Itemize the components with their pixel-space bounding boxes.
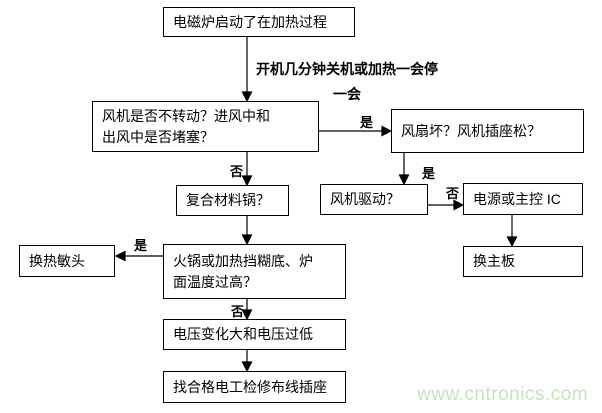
arrowhead-hotpot-replacesensor: [114, 250, 126, 262]
node-power-ic: 电源或主控 IC: [463, 183, 583, 215]
watermark: www.cntronics.com: [417, 384, 589, 405]
node-voltage: 电压变化大和电压过低: [163, 319, 346, 350]
arrowhead-poweric-replaceboard: [506, 236, 518, 248]
node-electrician: 找合格电工检修布线插座: [163, 371, 346, 403]
node-replace-board: 换主板: [463, 246, 583, 277]
node-start: 电磁炉启动了在加热过程: [163, 7, 355, 37]
edge-label-yes-replacesensor: 是: [134, 238, 148, 253]
edge-label-yes-fanbroken: 是: [360, 115, 374, 130]
arrowhead-compositepot-hotpot: [241, 234, 253, 246]
edge-label-no-compositepot: 否: [230, 164, 244, 179]
arrowhead-fandrive-poweric: [453, 199, 465, 211]
edge-label-yes-fandrive: 是: [422, 166, 436, 181]
arrowhead-fancheck-compositepot: [241, 175, 253, 187]
node-fan-broken: 风扇坏？风机插座松？: [391, 109, 584, 153]
arrowhead-fanbroken-fandrive: [398, 174, 410, 186]
node-fan-check: 风机是否不转动？进风中和 出风中是否堵塞？: [92, 101, 319, 152]
arrowhead-start-fancheck: [241, 91, 253, 103]
node-composite-pot: 复合材料锅？: [176, 185, 289, 216]
arrowhead-fancheck-fanbroken: [381, 125, 393, 137]
node-replace-sensor: 换热敏头: [19, 245, 115, 277]
edge-label-no-voltage: 否: [231, 304, 245, 319]
node-fan-drive: 风机驱动？: [320, 184, 428, 215]
edge-label-no-poweric: 否: [446, 186, 460, 201]
annotation-symptom: 开机几分钟关机或加热一会停 一会: [256, 61, 438, 102]
node-hotpot: 火锅或加热挡糊底、炉 面温度过高？: [163, 244, 346, 299]
arrowhead-voltage-electrician: [241, 361, 253, 373]
